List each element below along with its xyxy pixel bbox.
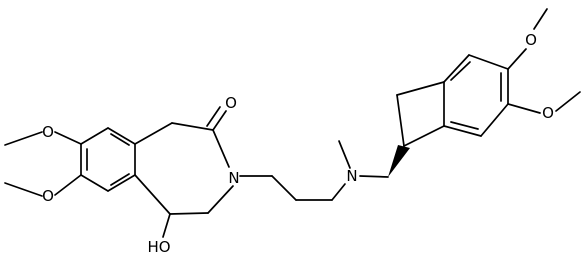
bond	[480, 103, 509, 137]
bond	[4, 182, 43, 197]
hydroxyl-label: HO	[147, 238, 170, 256]
amine-nitrogen-label: N	[346, 167, 357, 185]
left-benzene-ring	[80, 127, 136, 192]
bond	[331, 183, 346, 201]
methoxy-oxygen-upper-left: O	[42, 123, 54, 141]
bond	[171, 122, 214, 131]
bond	[359, 175, 389, 178]
azepinone-ring	[134, 106, 234, 238]
bond	[271, 175, 297, 201]
carbonyl-oxygen-label: O	[225, 94, 237, 112]
bond	[443, 125, 482, 137]
double-bond	[110, 133, 130, 146]
bond	[468, 54, 509, 70]
bond	[443, 54, 470, 83]
bond	[396, 81, 445, 96]
wedge-bond	[388, 145, 410, 177]
benzocyclobutene	[388, 54, 509, 177]
methoxy-oxygen-upper-right: O	[525, 31, 537, 49]
bond	[134, 122, 173, 145]
bond	[338, 140, 351, 169]
bond	[80, 127, 109, 145]
ring-nitrogen-label: N	[228, 169, 239, 187]
bond	[54, 131, 82, 145]
bond	[107, 127, 136, 145]
bond	[555, 91, 581, 112]
bond	[507, 48, 527, 70]
bond	[134, 174, 171, 215]
double-bond	[110, 173, 130, 186]
bond	[162, 213, 171, 238]
propyl-linker	[239, 140, 389, 201]
bond	[169, 212, 209, 215]
bond	[396, 94, 405, 147]
double-bond	[450, 121, 479, 130]
bond	[212, 129, 230, 168]
bond	[107, 174, 136, 192]
bond	[4, 131, 43, 146]
atom-labels: O N N HO O O O O	[42, 31, 554, 256]
bond	[54, 174, 82, 196]
bond	[207, 185, 234, 214]
methoxy-oxygen-lower-right: O	[542, 104, 554, 122]
carbonyl-double-bond	[212, 110, 227, 131]
bond	[403, 125, 445, 147]
double-bond	[450, 61, 471, 81]
bond	[507, 103, 541, 114]
right-methoxy-groups	[507, 8, 581, 114]
left-methoxy-groups	[4, 131, 82, 197]
bond	[80, 174, 109, 192]
methoxy-oxygen-lower-left: O	[42, 187, 54, 205]
carbonyl-double-bond	[206, 106, 221, 127]
bond	[533, 8, 548, 30]
